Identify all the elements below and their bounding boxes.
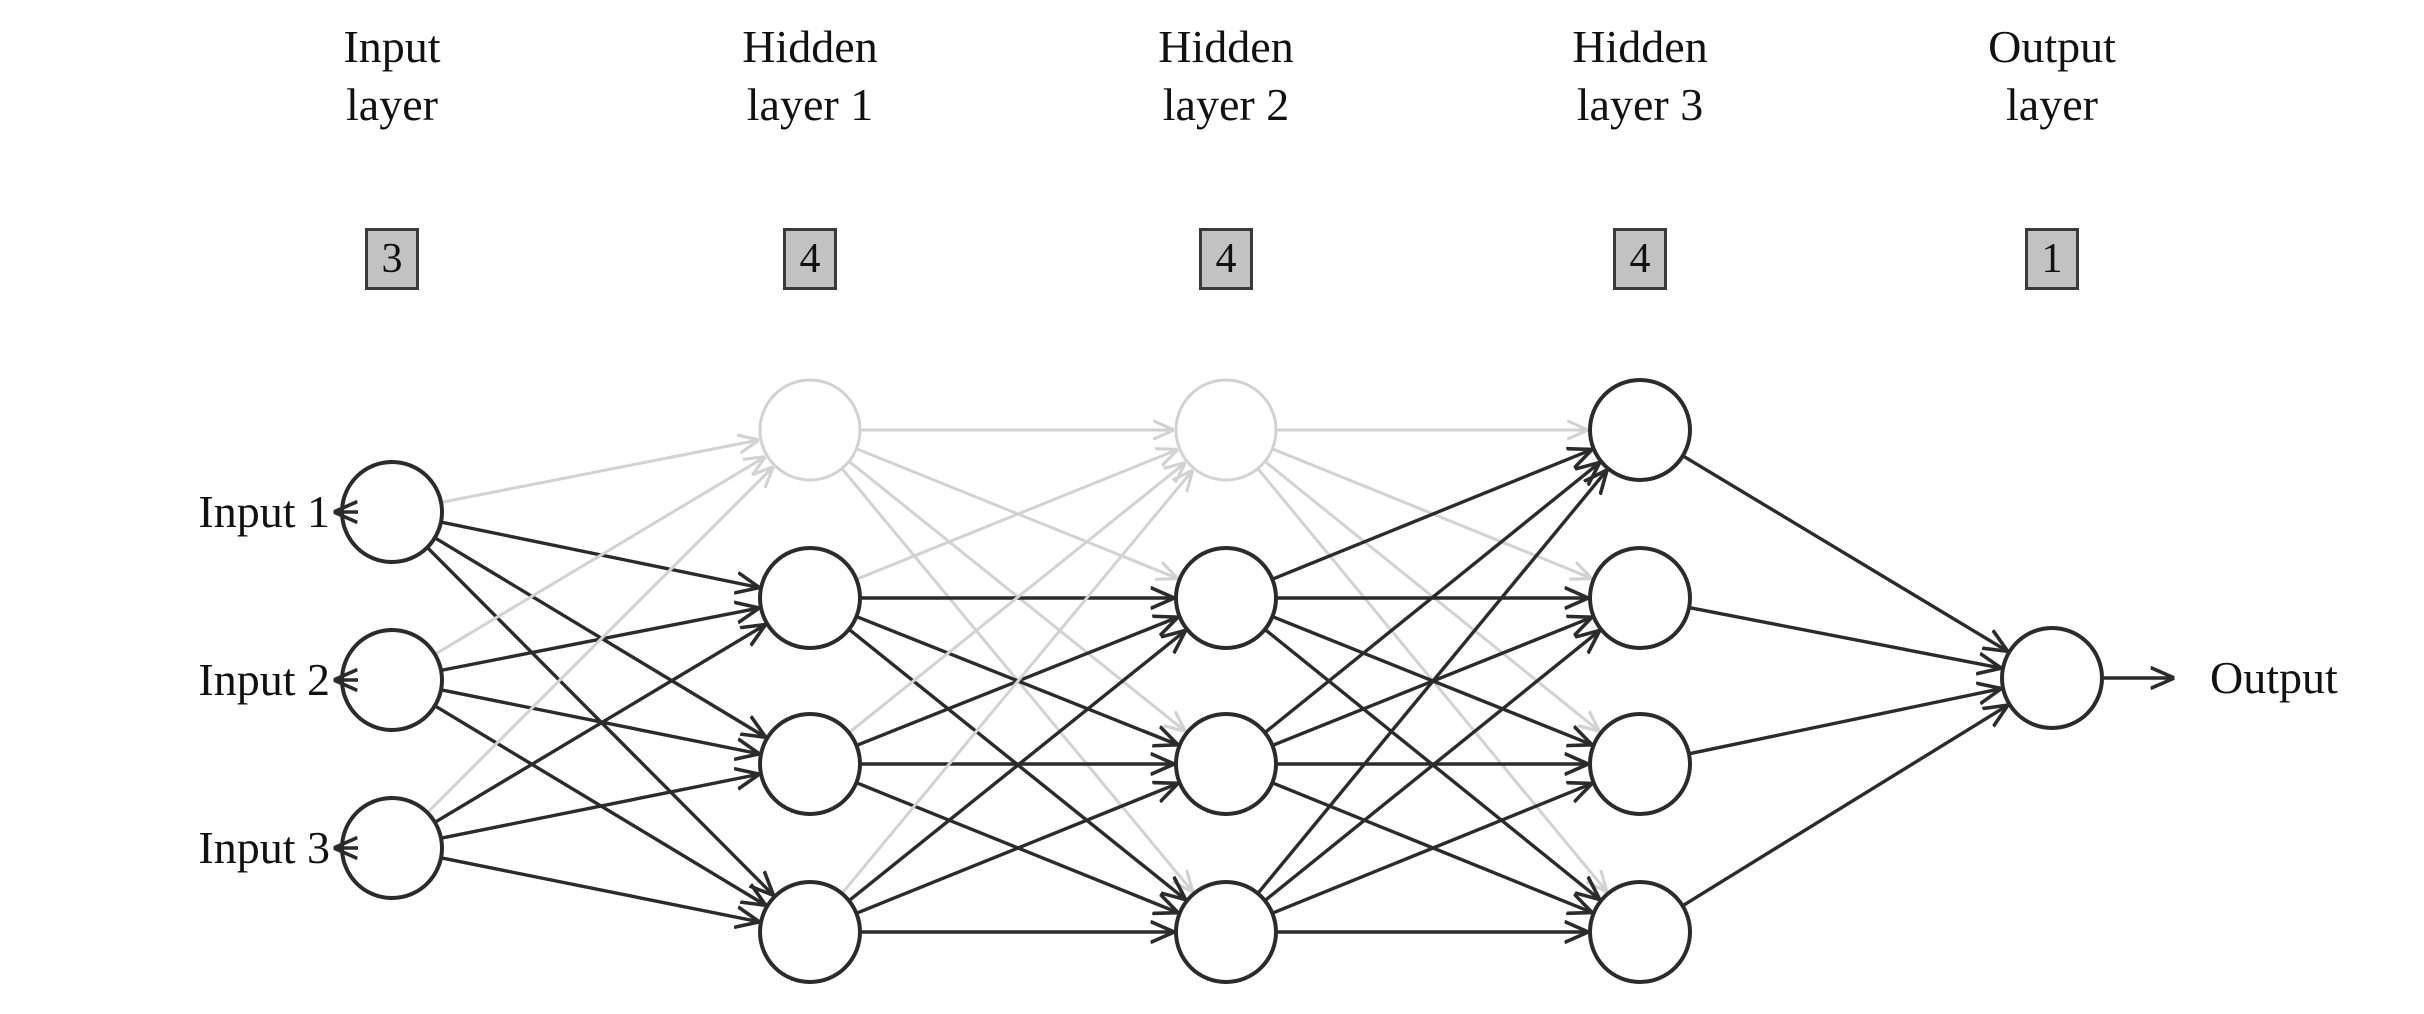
edge-active	[847, 632, 1184, 903]
neuron[interactable]	[1588, 880, 1692, 984]
layer-header-line: layer 1	[746, 79, 874, 130]
layer-header-line: layer 3	[1576, 79, 1704, 130]
edge-dropped	[848, 460, 1184, 730]
layer-header-output: Output layer	[1988, 18, 2116, 134]
neuron[interactable]	[758, 546, 862, 650]
neuron[interactable]	[1588, 546, 1692, 650]
edge-active	[1271, 784, 1590, 915]
edge-active	[1688, 605, 1999, 668]
input-label-2: Input 2	[198, 654, 330, 705]
layer-header-line: Hidden	[1572, 21, 1708, 72]
count-badge-hidden3: 4	[1613, 228, 1667, 290]
edge-active	[1271, 450, 1590, 581]
neuron[interactable]	[1588, 378, 1692, 482]
layer-header-hidden1: Hidden layer 1	[742, 18, 877, 134]
edge-active	[440, 688, 757, 754]
edge-dropped	[1263, 460, 1598, 730]
layer-header-line: layer 2	[1162, 79, 1290, 130]
layer-header-line: Hidden	[742, 21, 878, 72]
edge-active	[1688, 689, 1999, 756]
edges-group	[426, 430, 2006, 932]
layer-header-hidden3: Hidden layer 3	[1572, 18, 1707, 134]
neuron[interactable]	[1174, 546, 1278, 650]
edge-active	[1263, 632, 1598, 902]
edge-active	[1681, 454, 2006, 650]
input-label-3: Input 3	[198, 822, 330, 873]
edge-dropped	[848, 464, 1184, 734]
layer-header-line: layer	[2006, 79, 2098, 130]
io-arrows-group	[336, 512, 2172, 848]
neuron[interactable]	[1174, 880, 1278, 984]
layer-header-line: Input	[343, 21, 441, 72]
neuron[interactable]	[758, 712, 862, 816]
layer-header-input: Input layer	[343, 18, 440, 134]
edge-active	[434, 626, 764, 824]
edge-dropped	[840, 472, 1192, 895]
edge-active	[855, 784, 1176, 915]
edge-active	[1256, 472, 1606, 895]
neuron-dropped[interactable]	[1174, 378, 1278, 482]
count-badge-hidden1: 4	[783, 228, 837, 290]
edge-active	[433, 536, 764, 736]
edge-dropped	[434, 458, 764, 656]
neuron-dropped[interactable]	[758, 378, 862, 482]
count-badge-input: 3	[365, 228, 419, 290]
edge-active	[440, 775, 757, 840]
layer-header-line: Hidden	[1158, 21, 1294, 72]
output-label: Output	[2210, 652, 2338, 703]
layer-header-hidden2: Hidden layer 2	[1158, 18, 1293, 134]
edge-active	[440, 856, 757, 922]
neuron[interactable]	[1174, 712, 1278, 816]
layer-header-line: layer	[346, 79, 438, 130]
input-label-1: Input 1	[198, 486, 330, 537]
edge-dropped	[440, 440, 757, 504]
layer-header-line: Output	[1988, 21, 2116, 72]
neuron[interactable]	[2000, 626, 2104, 730]
neuron[interactable]	[758, 880, 862, 984]
count-badge-hidden2: 4	[1199, 228, 1253, 290]
edge-active	[1263, 464, 1598, 734]
neuron[interactable]	[1588, 712, 1692, 816]
edge-dropped	[426, 468, 771, 814]
edge-active	[1681, 706, 2006, 908]
count-badge-output: 1	[2025, 228, 2079, 290]
edge-dropped	[855, 450, 1176, 581]
